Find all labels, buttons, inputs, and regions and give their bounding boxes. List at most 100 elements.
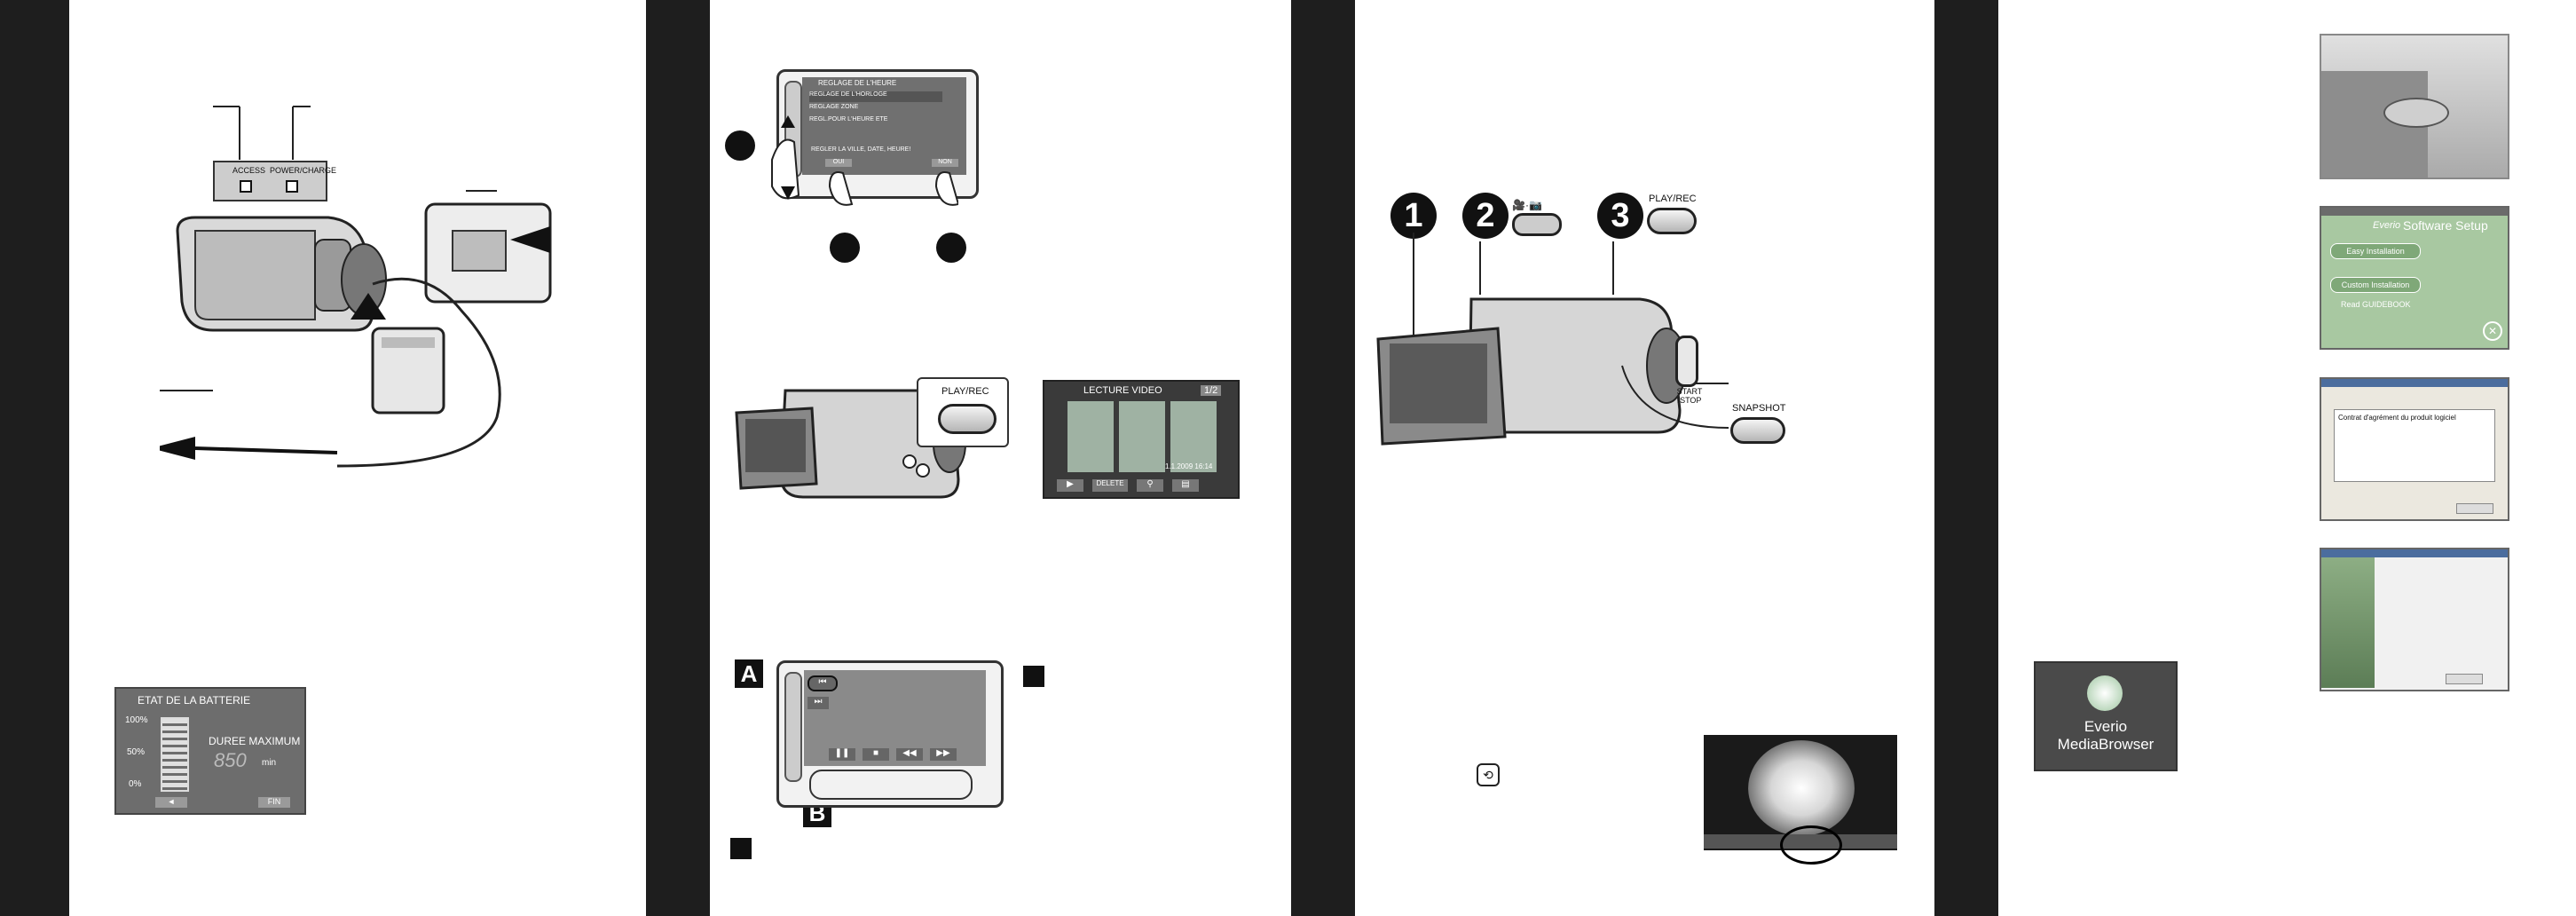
play-rec-top-button[interactable] [1647,208,1697,234]
video-index-page: 1/2 [1201,385,1222,396]
video-delete-button[interactable]: DELETE [1092,479,1128,492]
clock-menu-item-1[interactable]: REGLAGE DE L'HORLOGE [809,91,942,102]
license-text: Contrat d'agrément du produit logiciel [2338,414,2456,422]
video-index-date: 1.1.2009 16:14 [1165,462,1213,470]
level-100: 100% [125,715,148,725]
setup-close-icon[interactable]: ✕ [2483,321,2502,341]
media-browser-label-2: MediaBrowser [2057,736,2155,753]
install-window [2320,548,2509,691]
hand-icons [771,115,958,206]
setup-title: Software Setup [2403,218,2488,233]
media-browser-shortcut[interactable]: Everio MediaBrowser [2034,661,2178,771]
marker-a: A [735,659,763,688]
skip-forward-button[interactable]: ⏭ [807,697,829,709]
camcorder-recording-illustration [1376,233,1729,446]
camcorder-playback-illustration [735,389,966,499]
playback-screen: ⏮ ⏭ ❚❚ ■ ◀◀ ▶▶ [804,670,986,766]
flower-preview-screen [1704,735,1897,865]
callout-1: 1 [1390,193,1437,239]
dark-band-3 [1291,0,1355,916]
disc-tray [2383,98,2449,128]
pause-button[interactable]: ❚❚ [829,748,855,761]
disc-insert-photo [2320,34,2509,179]
battery-screen-title: ETAT DE LA BATTERIE [138,694,251,707]
mode-switch-body[interactable] [1512,213,1562,236]
flower-image [1748,740,1855,836]
step-dot-top [725,130,755,161]
rewind-button[interactable]: ◀◀ [896,748,923,761]
play-rec-label: PLAY/REC [1649,193,1697,204]
snapshot-button[interactable] [1730,417,1785,444]
dark-band-1 [0,0,69,916]
battery-end-button[interactable]: FIN [258,797,290,808]
snapshot-label: SNAPSHOT [1732,403,1786,414]
install-side-graphic [2321,557,2375,688]
fast-forward-button[interactable]: ▶▶ [930,748,957,761]
bottom-touch-buttons [809,770,973,800]
callout-3: 3 [1597,193,1643,239]
thumbnail-grid[interactable] [1067,401,1218,472]
start-stop-button[interactable] [1675,336,1698,387]
marker-square-right [1023,666,1044,687]
duration-unit: min [262,758,277,768]
clock-touch-panel: REGLAGE DE L'HEURE REGLAGE DE L'HORLOGE … [776,69,979,199]
mode-switch[interactable]: 🎥·📷 [1509,199,1564,236]
marker-square-bottom [730,838,752,859]
install-finish-button[interactable] [2446,674,2483,684]
callout-2: 2 [1462,193,1509,239]
clock-menu-item-2[interactable]: REGLAGE ZONE [809,104,859,110]
dark-band-2 [646,0,710,916]
level-50: 50% [127,747,146,757]
camera-battery-illustration [160,106,552,468]
play-rec-callout-label: PLAY/REC [941,386,989,397]
video-zoom-button[interactable]: ⚲ [1137,479,1163,492]
play-rec-callout: PLAY/REC [917,377,1009,447]
clock-menu-prompt: REGLER LA VILLE, DATE, HEURE! [811,146,911,153]
setup-brand: Everio [2373,220,2401,231]
stop-button[interactable]: ■ [863,748,889,761]
read-guidebook-link[interactable]: Read GUIDEBOOK [2341,300,2411,309]
custom-install-button[interactable]: Custom Installation [2330,277,2421,293]
duration-value: 850 [214,749,247,771]
clock-yes-button[interactable]: OUI [825,159,852,167]
video-mode-icon: 🎥·📷 [1512,199,1542,211]
play-rec-button[interactable] [938,404,997,434]
video-play-button[interactable]: ▶ [1057,479,1083,492]
license-titlebar [2321,379,2508,387]
led-label-panel: ACCESS POWER/CHARGE [213,161,336,201]
video-index-title: LECTURE VIDEO [1083,385,1162,396]
dark-band-4 [1934,0,1998,916]
software-setup-window: Everio Software Setup Easy Installation … [2320,206,2509,350]
clock-menu-screen: REGLAGE DE L'HEURE REGLAGE DE L'HORLOGE … [802,77,966,175]
license-window: Contrat d'agrément du produit logiciel [2320,377,2509,521]
video-menu-button[interactable]: ▤ [1172,479,1199,492]
install-titlebar [2321,549,2508,557]
battery-level-gauge [161,717,189,792]
easy-install-button[interactable]: Easy Installation [2330,243,2421,259]
playback-sensor-strip[interactable] [784,672,802,782]
start-stop-label: START /STOP [1676,387,1703,405]
media-browser-label-1: Everio [2084,718,2128,735]
battery-back-button[interactable]: ◄ [155,797,187,808]
clock-menu-item-3[interactable]: REGL.POUR L'HEURE ETE [809,116,888,122]
license-text-area[interactable]: Contrat d'agrément du produit logiciel [2334,409,2495,482]
setup-titlebar [2321,208,2508,216]
skip-back-button[interactable]: ⏮ [807,675,838,691]
battery-status-screen: ETAT DE LA BATTERIE 100% 50% 0% DUREE MA… [114,687,306,815]
clock-no-button[interactable]: NON [932,159,958,167]
power-charge-label: POWER/CHARGE [270,166,337,175]
duration-label: DUREE MAXIMUM [209,735,301,747]
power-led [286,180,298,193]
level-0: 0% [129,779,142,789]
video-index-screen: LECTURE VIDEO 1/2 1.1.2009 16:14 ▶ DELET… [1043,380,1240,499]
media-browser-icon [2087,675,2123,711]
license-next-button[interactable] [2456,503,2493,514]
access-label: ACCESS [232,166,266,175]
step-dot-left [830,233,860,263]
playback-mode-icon: ⟲ [1477,763,1500,786]
playback-touch-panel: ⏮ ⏭ ❚❚ ■ ◀◀ ▶▶ [776,660,1004,808]
flower-highlight-ring [1780,825,1842,865]
step-dot-right [936,233,966,263]
clock-menu-title: REGLAGE DE L'HEURE [818,79,897,87]
access-led [240,180,252,193]
